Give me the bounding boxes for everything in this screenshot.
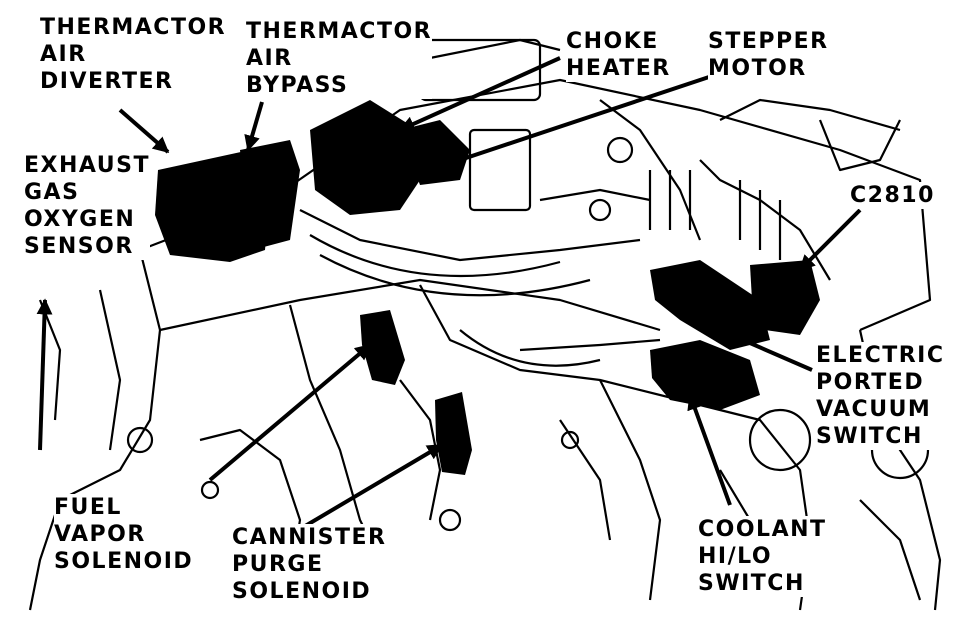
leader-cannister-purge-solenoid-a <box>208 343 372 482</box>
fuel-vapor-solenoid-body <box>360 310 405 385</box>
thermactor-air-bypass-valve <box>240 140 300 248</box>
label-coolant-hi-lo-switch: COOLANT HI/LO SWITCH <box>698 516 827 597</box>
label-stepper-motor: STEPPER MOTOR <box>708 28 829 82</box>
distributor-connector <box>650 260 770 350</box>
leader-electric-ported-vacuum-switch <box>718 328 813 372</box>
leader-thermactor-air-diverter <box>118 108 170 154</box>
leader-c2810 <box>798 208 862 272</box>
leader-choke-heater <box>398 56 561 132</box>
c2810-connector <box>750 260 820 335</box>
label-electric-ported-vacuum-switch: ELECTRIC PORTED VACUUM SWITCH <box>816 342 945 450</box>
leader-thermactor-air-bypass <box>244 101 264 152</box>
cannister-purge-solenoid-body <box>435 392 472 475</box>
leader-stepper-motor <box>443 73 716 169</box>
leader-fuel-vapor-solenoid <box>36 298 53 451</box>
leader-cannister-purge-solenoid-b <box>288 443 444 537</box>
label-thermactor-air-bypass: THERMACTOR AIR BYPASS <box>246 18 433 99</box>
stepper-motor-body <box>400 120 470 185</box>
label-choke-heater: CHOKE HEATER <box>566 28 671 82</box>
components <box>155 100 820 475</box>
leader-coolant-hi-lo-switch <box>687 393 732 506</box>
label-exhaust-gas-oxygen-sensor: EXHAUST GAS OXYGEN SENSOR <box>24 152 150 260</box>
thermactor-air-diverter-valve <box>155 150 270 262</box>
leader-lines <box>36 56 862 537</box>
label-fuel-vapor-solenoid: FUEL VAPOR SOLENOID <box>54 494 194 575</box>
label-c2810: C2810 <box>850 182 935 209</box>
label-cannister-purge-solenoid: CANNISTER PURGE SOLENOID <box>232 524 387 605</box>
label-thermactor-air-diverter: THERMACTOR AIR DIVERTER <box>40 14 227 95</box>
vacuum-switch-body <box>650 340 760 410</box>
engine-block-outline <box>28 38 942 611</box>
